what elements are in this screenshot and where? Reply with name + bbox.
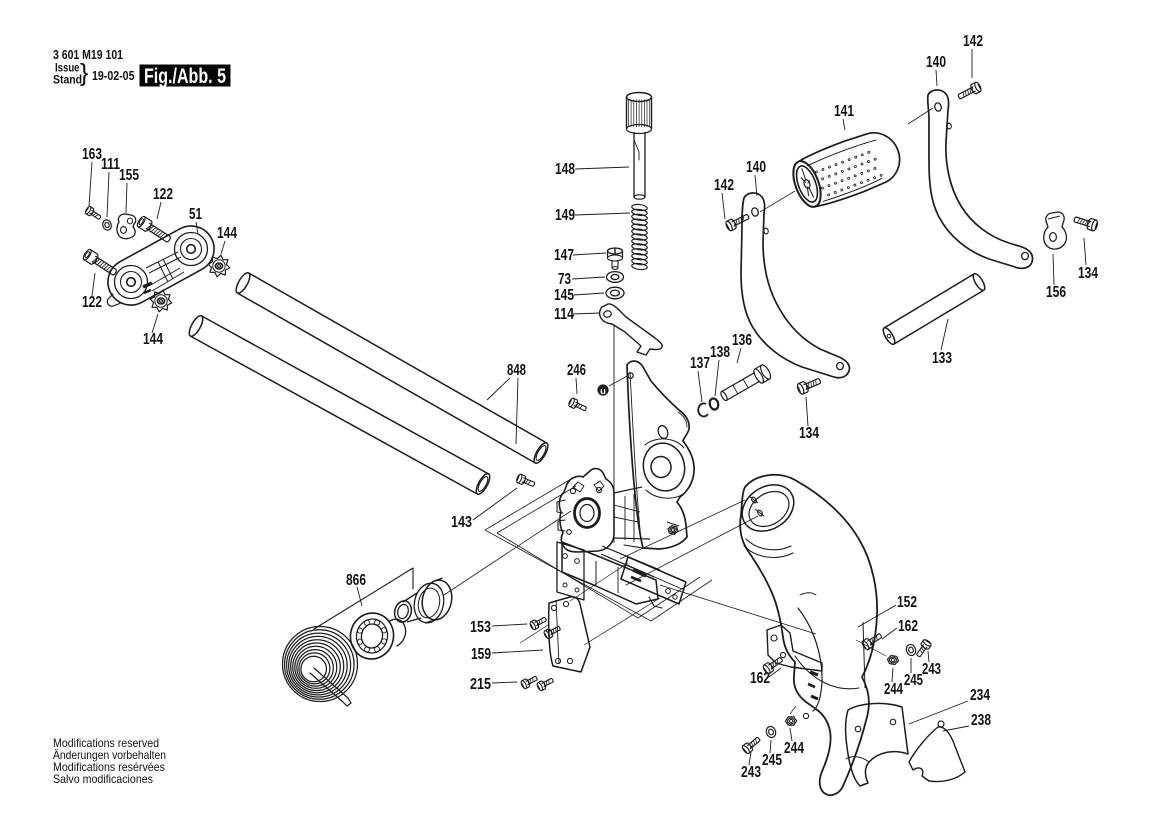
svg-text:246: 246 [567,362,586,379]
svg-text:163: 163 [82,146,102,163]
svg-text:153: 153 [470,619,491,636]
svg-text:111: 111 [101,156,120,173]
svg-text:147: 147 [554,247,574,264]
svg-text:244: 244 [884,681,903,698]
svg-text:141: 141 [834,103,854,120]
svg-text:162: 162 [898,618,918,635]
svg-text:}: } [80,59,88,87]
svg-text:51: 51 [189,206,202,223]
svg-text:122: 122 [82,294,102,311]
svg-text:162: 162 [750,670,770,687]
svg-text:866: 866 [346,572,366,589]
svg-text:155: 155 [119,167,139,184]
svg-text:144: 144 [217,225,237,242]
svg-text:215: 215 [470,676,491,693]
svg-text:243: 243 [922,661,941,678]
svg-text:234: 234 [970,687,990,704]
svg-text:145: 145 [554,287,574,304]
svg-text:140: 140 [926,54,946,71]
svg-text:243: 243 [741,764,761,781]
svg-text:19-02-05: 19-02-05 [92,68,135,83]
svg-text:245: 245 [762,752,782,769]
svg-text:Issue: Issue [55,61,80,75]
svg-text:142: 142 [714,177,734,194]
svg-text:Stand: Stand [53,73,82,87]
svg-text:134: 134 [1078,265,1098,282]
svg-text:138: 138 [710,344,730,361]
svg-text:Modifications resérvées: Modifications resérvées [53,761,165,774]
svg-text:133: 133 [932,350,952,367]
svg-text:245: 245 [904,672,923,689]
svg-text:152: 152 [897,594,917,611]
svg-text:848: 848 [507,362,526,379]
svg-text:73: 73 [558,271,571,288]
svg-text:Änderungen vorbehalten: Änderungen vorbehalten [53,749,166,762]
svg-text:u: u [600,386,606,397]
svg-text:Fig./Abb. 5: Fig./Abb. 5 [144,64,226,88]
svg-text:144: 144 [143,331,163,348]
svg-text:140: 140 [746,159,766,176]
svg-text:114: 114 [554,306,574,323]
svg-text:159: 159 [471,646,491,663]
svg-text:156: 156 [1046,284,1066,301]
svg-text:Salvo modificaciones: Salvo modificaciones [53,773,153,786]
svg-text:148: 148 [555,161,575,178]
svg-text:134: 134 [799,425,819,442]
svg-text:137: 137 [690,355,710,372]
svg-text:Modifications reserved: Modifications reserved [53,737,159,750]
svg-text:136: 136 [732,332,752,349]
svg-text:143: 143 [451,514,472,531]
svg-text:3 601 M19 101: 3 601 M19 101 [53,47,123,62]
svg-text:238: 238 [971,712,991,729]
svg-text:142: 142 [963,33,983,50]
svg-text:244: 244 [784,740,804,757]
svg-text:122: 122 [153,186,173,203]
svg-text:149: 149 [555,207,575,224]
